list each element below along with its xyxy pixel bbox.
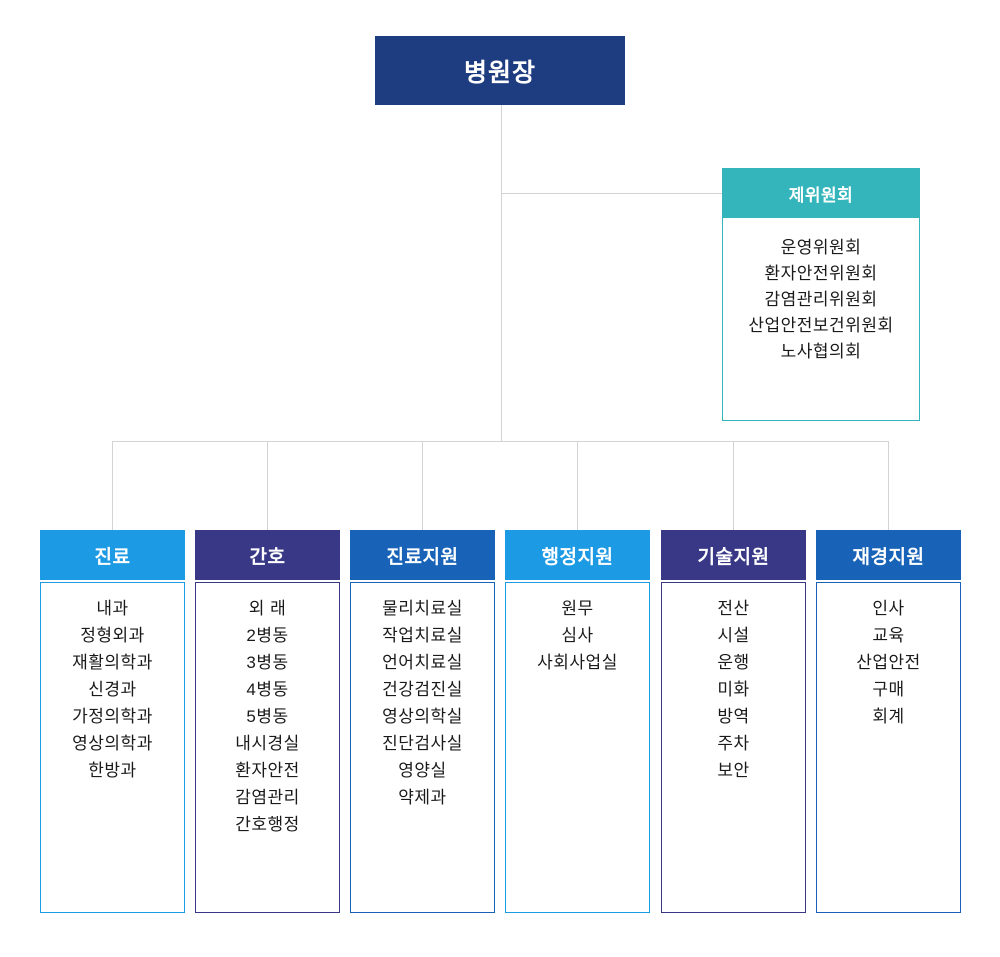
list-item: 2병동 [246,626,289,645]
committee-list: 운영위원회 환자안전위원회 감염관리위원회 산업안전보건위원회 노사협의회 [722,218,920,421]
list-item: 사회사업실 [537,653,618,672]
department-title: 기술지원 [697,546,770,568]
list-item: 5병동 [246,707,289,726]
committee-header[interactable]: 제위원회 [722,168,920,218]
department-list: 외 래 2병동 3병동 4병동 5병동 내시경실 환자안전 감염관리 간호행정 [195,582,340,913]
list-item: 영상의학실 [382,707,463,726]
list-item: 원무 [561,599,594,618]
department-title: 행정지원 [541,546,614,568]
list-item: 산업안전보건위원회 [748,316,894,335]
list-item: 미화 [717,680,750,699]
list-item: 산업안전 [856,653,921,672]
connector-drop-5 [733,441,734,531]
connector-committee-branch [501,193,723,194]
list-item: 정형외과 [80,626,145,645]
list-item: 인사 [872,599,905,618]
committee-block: 제위원회 운영위원회 환자안전위원회 감염관리위원회 산업안전보건위원회 노사협… [722,168,920,421]
department-header[interactable]: 진료지원 [350,530,495,580]
department-list: 인사 교육 산업안전 구매 회계 [816,582,961,913]
connector-drop-2 [267,441,268,531]
connector-drop-6 [888,441,889,531]
connector-drop-4 [577,441,578,531]
list-item: 회계 [872,707,905,726]
department-column-ganho: 간호 외 래 2병동 3병동 4병동 5병동 내시경실 환자안전 감염관리 간호… [195,530,340,913]
list-item: 방역 [717,707,750,726]
list-item: 외 래 [248,599,287,618]
list-item: 3병동 [246,653,289,672]
list-item: 내시경실 [235,734,300,753]
connector-drop-1 [112,441,113,531]
department-header[interactable]: 기술지원 [661,530,806,580]
department-column-haengjeongjiwon: 행정지원 원무 심사 사회사업실 [505,530,650,913]
list-item: 시설 [717,626,750,645]
list-item: 약제과 [398,788,447,807]
department-column-jinryojiwon: 진료지원 물리치료실 작업치료실 언어치료실 건강검진실 영상의학실 진단검사실… [350,530,495,913]
department-title: 간호 [249,546,286,568]
list-item: 간호행정 [235,815,300,834]
list-item: 심사 [561,626,594,645]
department-list: 전산 시설 운행 미화 방역 주차 보안 [661,582,806,913]
list-item: 환자안전 [235,761,300,780]
department-header[interactable]: 진료 [40,530,185,580]
list-item: 보안 [717,761,750,780]
department-header[interactable]: 행정지원 [505,530,650,580]
list-item: 언어치료실 [382,653,463,672]
list-item: 감염관리위원회 [764,290,878,309]
department-header[interactable]: 재경지원 [816,530,961,580]
list-item: 감염관리 [235,788,300,807]
list-item: 작업치료실 [382,626,463,645]
list-item: 진단검사실 [382,734,463,753]
department-column-jinryo: 진료 내과 정형외과 재활의학과 신경과 가정의학과 영상의학과 한방과 [40,530,185,913]
list-item: 영양실 [398,761,447,780]
department-list: 원무 심사 사회사업실 [505,582,650,913]
root-node-hospital-director[interactable]: 병원장 [375,36,625,105]
department-title: 진료 [94,546,131,568]
root-node-label: 병원장 [463,58,536,87]
list-item: 구매 [872,680,905,699]
department-header[interactable]: 간호 [195,530,340,580]
connector-department-bus [112,441,889,442]
department-column-jaegyeongjiwon: 재경지원 인사 교육 산업안전 구매 회계 [816,530,961,913]
list-item: 운행 [717,653,750,672]
committee-title: 제위원회 [788,185,854,205]
list-item: 4병동 [246,680,289,699]
list-item: 신경과 [88,680,137,699]
list-item: 한방과 [88,761,137,780]
department-column-gisuljiwon: 기술지원 전산 시설 운행 미화 방역 주차 보안 [661,530,806,913]
list-item: 가정의학과 [72,707,153,726]
list-item: 환자안전위원회 [764,264,878,283]
list-item: 전산 [717,599,750,618]
department-title: 진료지원 [386,546,459,568]
list-item: 운영위원회 [780,238,862,257]
list-item: 주차 [717,734,750,753]
list-item: 재활의학과 [72,653,153,672]
connector-root-stem [501,105,502,442]
department-list: 내과 정형외과 재활의학과 신경과 가정의학과 영상의학과 한방과 [40,582,185,913]
list-item: 물리치료실 [382,599,463,618]
department-list: 물리치료실 작업치료실 언어치료실 건강검진실 영상의학실 진단검사실 영양실 … [350,582,495,913]
connector-drop-3 [422,441,423,531]
list-item: 건강검진실 [382,680,463,699]
department-title: 재경지원 [852,546,925,568]
list-item: 교육 [872,626,905,645]
list-item: 내과 [96,599,129,618]
list-item: 노사협의회 [780,342,862,361]
list-item: 영상의학과 [72,734,153,753]
